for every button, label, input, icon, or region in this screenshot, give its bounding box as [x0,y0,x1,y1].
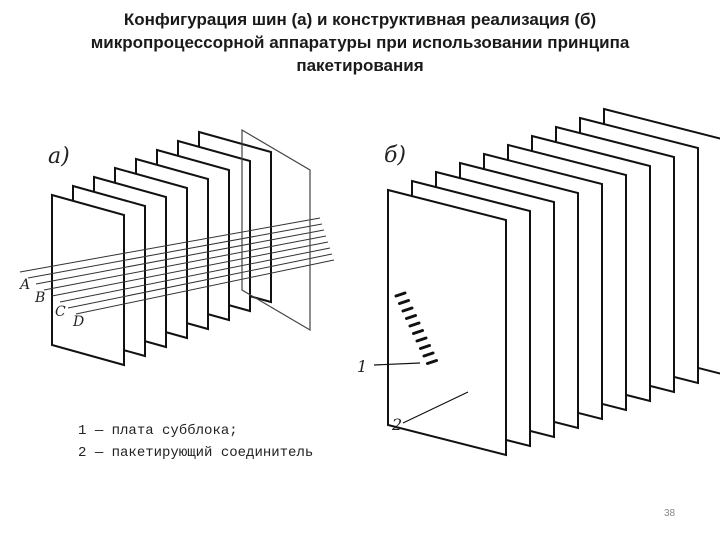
figure-a-bus-lines [19,217,335,315]
connector-mark [419,344,431,350]
figure-b-diagram: б) 1 2 [357,107,720,457]
figure-b-plate [387,188,507,457]
legend-item-1-num: 1 [78,423,87,439]
bus-label-c: C [55,304,66,320]
legend-item-2-dash: — [94,445,104,461]
connector-mark [394,291,407,298]
figure-legend: 1 — плата субблока; 2 — пакетирующий сое… [78,420,313,464]
figure-b-plates [387,107,720,457]
bus-label-a: A [18,277,30,293]
legend-item-2: 2 — пакетирующий соединитель [78,442,313,464]
connector-mark [405,314,417,320]
legend-item-1-text: плата субблока; [111,423,238,439]
connector-mark [415,336,428,343]
legend-item-1-dash: — [94,423,104,439]
figure-a-plate [51,193,125,367]
bus-label-b: B [34,290,45,306]
callout-2-label: 2 [391,415,402,434]
bus-label-d: D [72,314,84,330]
legend-item-2-num: 2 [78,445,87,461]
figure-b-callouts [373,362,469,424]
page-number: 38 [664,508,676,519]
slide-title: Конфигурация шин (а) и конструктивная ре… [20,8,700,77]
figure-a-diagram: а) A B C D [18,128,335,367]
title-line-1: Конфигурация шин (а) и конструктивная ре… [123,10,597,29]
connector-mark [412,329,424,335]
figure-a-plates [51,130,272,367]
figure-a-label: а) [48,144,70,169]
connector-mark [426,359,438,365]
connector-mark [401,306,414,313]
connector-mark [408,321,421,328]
connector-mark [398,299,410,305]
title-line-2: микропроцессорной аппаратуры при использ… [90,33,630,52]
figure-b-label: б) [384,143,406,168]
legend-item-1: 1 — плата субблока; [78,420,313,442]
callout-1-label: 1 [357,357,367,376]
legend-item-2-text: пакетирующий соединитель [111,445,314,461]
figure-a-back-plate [241,128,311,332]
figure-b-connector-marks [394,291,438,365]
connector-mark [422,351,435,358]
title-line-3: пакетирования [296,56,424,75]
